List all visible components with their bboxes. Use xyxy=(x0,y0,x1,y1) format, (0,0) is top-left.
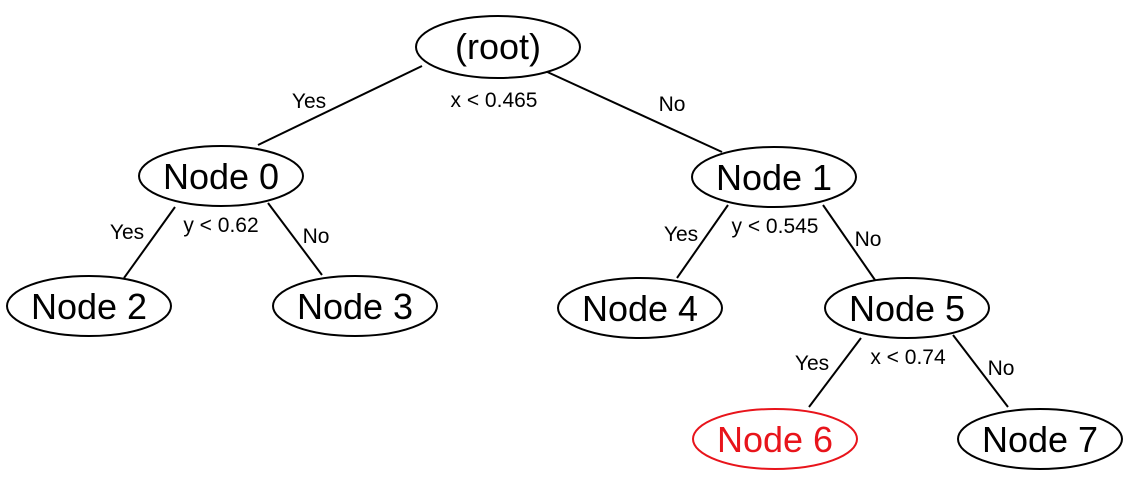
node-7: Node 7 xyxy=(957,408,1123,470)
branch-yes-node1: Yes xyxy=(664,223,698,246)
branch-no-node5: No xyxy=(988,357,1015,380)
node-root-label: (root) xyxy=(455,26,541,67)
node-5-ellipse xyxy=(824,277,990,339)
branch-yes-node0: Yes xyxy=(110,221,144,244)
branch-no-node0: No xyxy=(303,225,330,248)
condition-node1: y < 0.545 xyxy=(732,215,819,238)
node-7-ellipse xyxy=(957,408,1123,470)
node-3-label: Node 3 xyxy=(297,286,413,327)
node-7-label: Node 7 xyxy=(982,419,1098,460)
node-1-label: Node 1 xyxy=(716,157,832,198)
node-5: Node 5 xyxy=(824,277,990,339)
edge-root-node0 xyxy=(257,65,423,146)
node-6-ellipse xyxy=(692,408,858,470)
edge-node0-node2 xyxy=(123,206,176,279)
edge-node0-node3 xyxy=(267,202,323,276)
edge-node5-node7 xyxy=(952,334,1009,408)
node-1-ellipse xyxy=(691,146,857,208)
node-0-label: Node 0 xyxy=(163,156,279,197)
node-root: (root) xyxy=(415,15,581,79)
condition-node5: x < 0.74 xyxy=(870,346,946,369)
branch-no-node1: No xyxy=(855,228,882,251)
node-4-label: Node 4 xyxy=(582,288,698,329)
node-0: Node 0 xyxy=(138,145,304,207)
node-6-label: Node 6 xyxy=(717,419,833,460)
node-4: Node 4 xyxy=(557,277,723,339)
branch-no-root: No xyxy=(659,93,686,116)
node-0-ellipse xyxy=(138,145,304,207)
edge-node1-node5 xyxy=(822,204,876,281)
edge-root-node1 xyxy=(542,69,723,153)
node-2-ellipse xyxy=(6,275,172,337)
edge-node5-node6 xyxy=(808,337,862,408)
node-2-label: Node 2 xyxy=(31,286,147,327)
condition-node0: y < 0.62 xyxy=(183,214,258,237)
condition-root: x < 0.465 xyxy=(451,89,538,112)
node-3-ellipse xyxy=(272,275,438,337)
node-1: Node 1 xyxy=(691,146,857,208)
node-5-label: Node 5 xyxy=(849,288,965,329)
node-2: Node 2 xyxy=(6,275,172,337)
branch-yes-node5: Yes xyxy=(795,352,829,375)
node-6: Node 6 xyxy=(692,408,858,470)
node-3: Node 3 xyxy=(272,275,438,337)
edges xyxy=(123,65,1009,408)
branch-yes-root: Yes xyxy=(292,90,326,113)
edge-node1-node4 xyxy=(676,204,729,279)
node-root-ellipse xyxy=(415,15,581,79)
node-4-ellipse xyxy=(557,277,723,339)
